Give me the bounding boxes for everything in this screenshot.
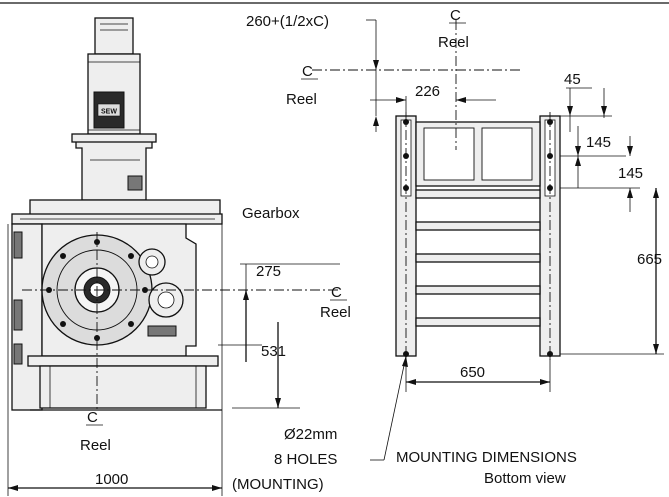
gearbox-side-view: SEW <box>11 17 223 411</box>
hole-count-label: 8 HOLES <box>274 451 337 468</box>
dim-260 <box>366 19 379 132</box>
dim-260-label: 260+(1/2xC) <box>246 13 329 30</box>
cl-center-symbol: C <box>331 284 342 301</box>
reel-left-mid-label: Reel <box>286 91 317 108</box>
dim-1000-label: 1000 <box>95 471 128 488</box>
dim-531-label: 531 <box>261 343 286 360</box>
reel-bottom-label: Reel <box>80 437 111 454</box>
hole-leader <box>370 355 408 461</box>
cl-bottom-symbol: C <box>87 409 98 426</box>
dim-45 <box>560 87 612 132</box>
dim-226 <box>370 96 496 112</box>
dim-145-b <box>560 136 640 212</box>
dim-45-label: 45 <box>564 71 581 88</box>
cross-member-2 <box>415 221 541 231</box>
dim-650 <box>405 356 551 392</box>
gearbox-base-plate <box>27 355 219 367</box>
dim-145-b-label: 145 <box>618 165 643 182</box>
cl-top-right-symbol: C <box>450 7 461 24</box>
dim-226-label: 226 <box>415 83 440 100</box>
dim-665 <box>560 188 664 355</box>
dim-275 <box>240 263 340 362</box>
cross-member-3 <box>415 253 541 263</box>
mounting-subtitle: Bottom view <box>484 470 566 487</box>
bolt-ring <box>46 239 148 341</box>
nameplate <box>147 325 177 337</box>
adapter-detail <box>127 175 143 191</box>
cross-member-5 <box>415 317 541 327</box>
adapter-flange <box>71 133 157 143</box>
cross-member-4 <box>415 285 541 295</box>
support-detail-c <box>13 343 23 365</box>
motor-fan-cover <box>94 17 134 55</box>
cl-left-mid-symbol: C <box>302 63 313 80</box>
mounting-frame-bottom-view <box>395 112 561 360</box>
dim-275-label: 275 <box>256 263 281 280</box>
reel-top-right-label: Reel <box>438 34 469 51</box>
dim-1000 <box>7 224 223 496</box>
cross-member-1 <box>415 189 541 199</box>
reel-center-label: Reel <box>320 304 351 321</box>
mounting-title: MOUNTING DIMENSIONS <box>396 449 577 466</box>
dim-665-label: 665 <box>637 251 662 268</box>
dim-145-a-label: 145 <box>586 134 611 151</box>
motor-logo: SEW <box>101 109 117 116</box>
hole-mounting-label: (MOUNTING) <box>232 476 324 493</box>
dim-650-label: 650 <box>460 364 485 381</box>
hole-dia-label: Ø22mm <box>284 426 337 443</box>
gearbox-label: Gearbox <box>242 205 300 222</box>
support-detail-a <box>13 231 23 259</box>
motor-logo-plate <box>97 103 121 117</box>
support-detail-b <box>13 299 23 331</box>
adapter-housing <box>75 139 153 201</box>
gearbox-foot <box>39 365 207 409</box>
dim-145-a <box>560 126 626 188</box>
dim-531 <box>218 322 300 409</box>
